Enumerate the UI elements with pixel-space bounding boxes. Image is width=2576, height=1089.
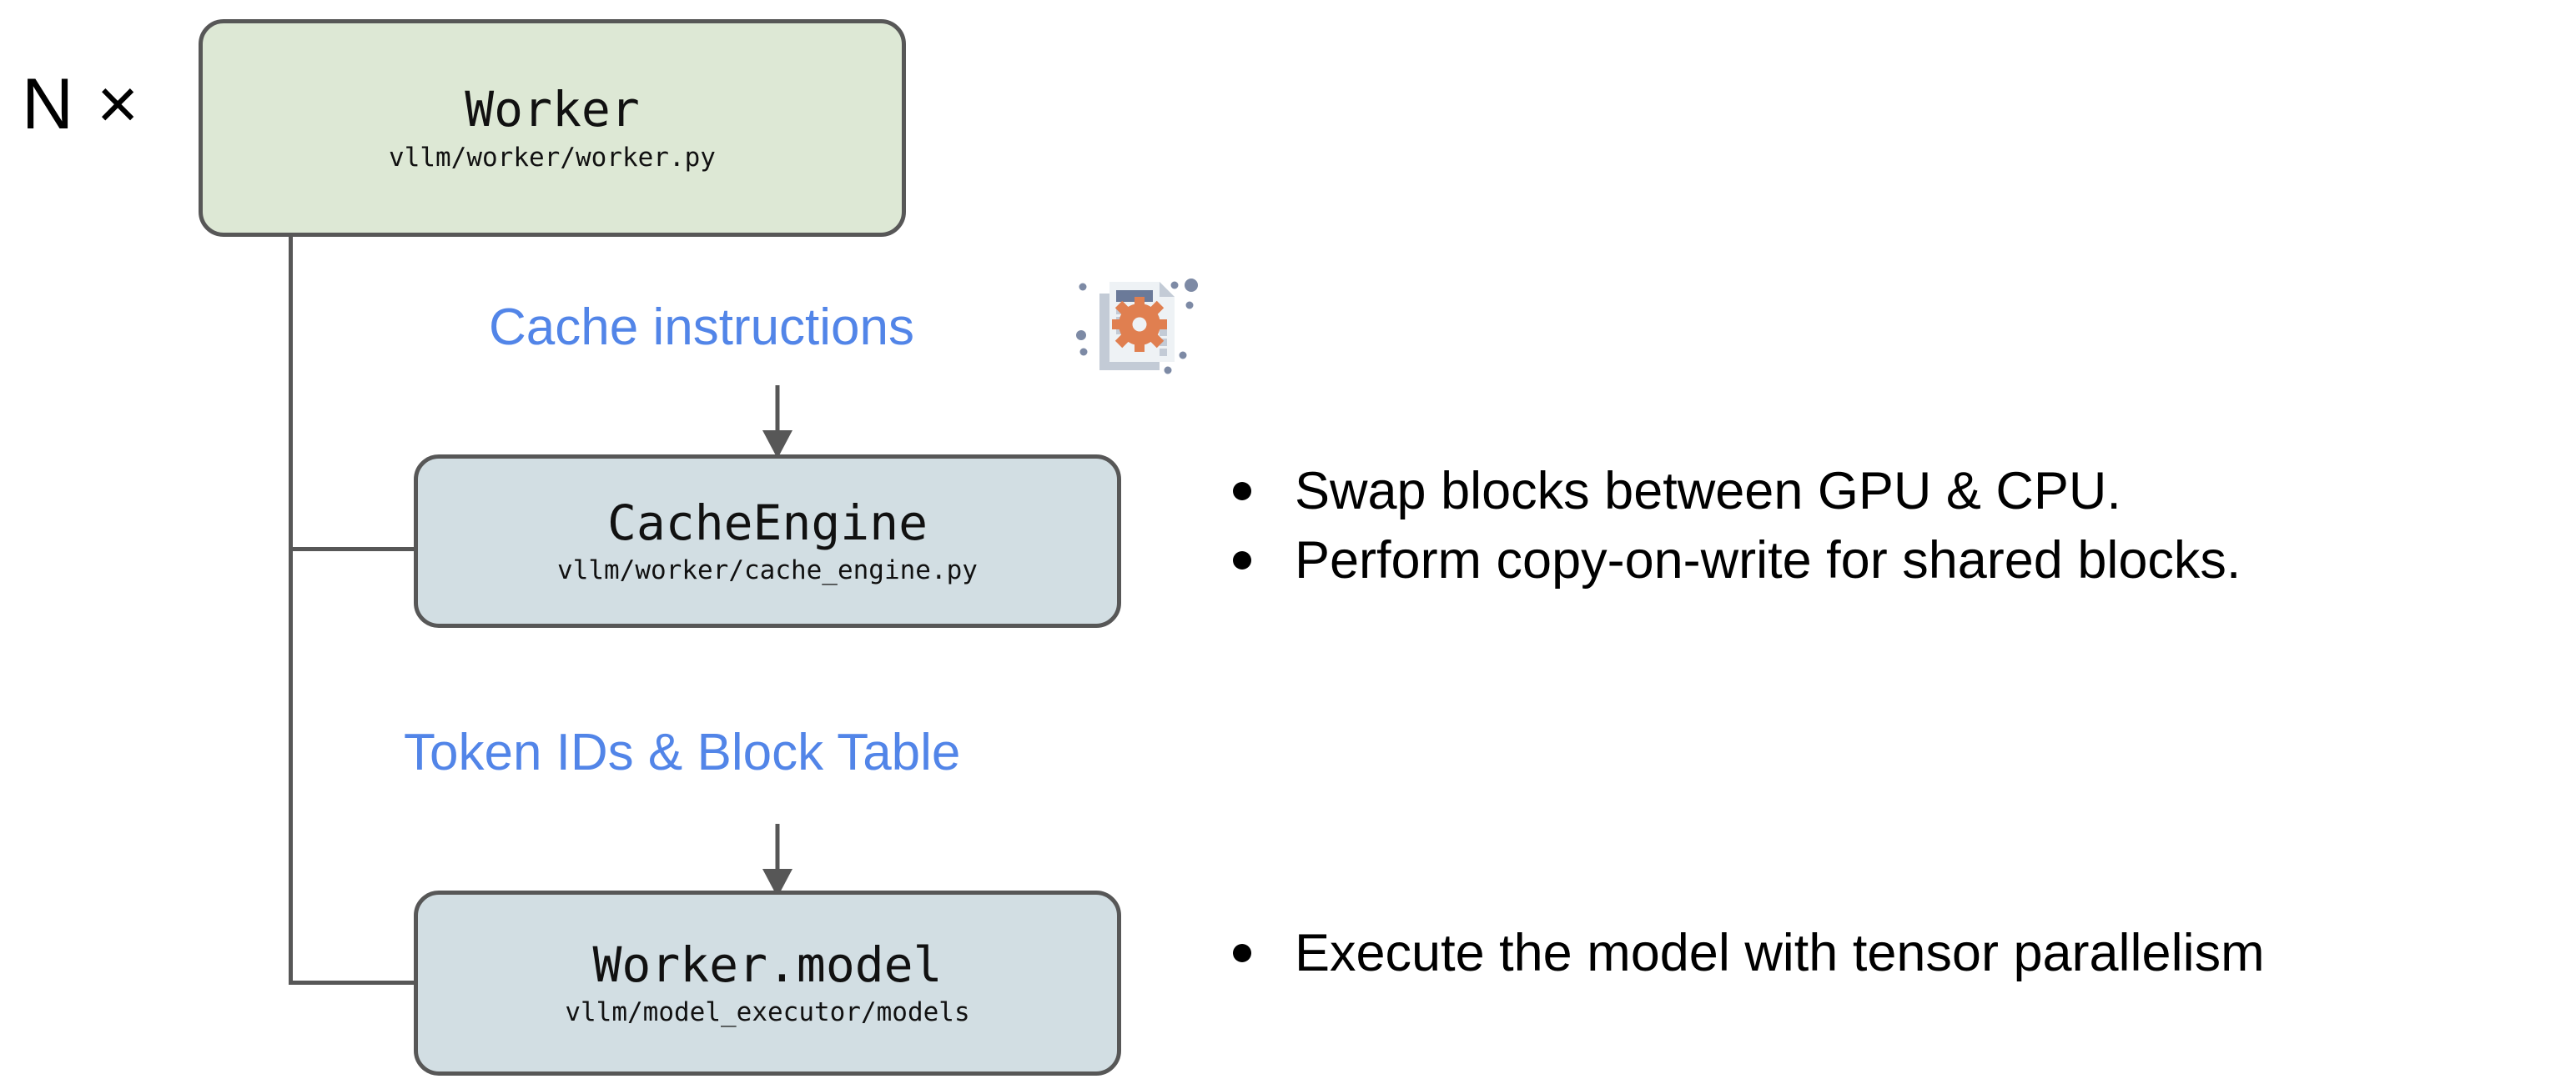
- bullet-dot-icon: [1233, 551, 1251, 570]
- node-worker-model-path: vllm/model_executor/models: [565, 997, 970, 1028]
- edge-label-cache-instructions: Cache instructions: [489, 299, 915, 356]
- bullet-text: Execute the model with tensor parallelis…: [1295, 924, 2265, 982]
- connector-worker-trunk-upper: [289, 236, 293, 551]
- list-item: Swap blocks between GPU & CPU.: [1233, 457, 2241, 526]
- worker-multiplier-label: N ×: [22, 64, 141, 144]
- arrow-cache-instructions-down: [762, 385, 792, 459]
- connector-worker-trunk-lower: [289, 546, 293, 985]
- list-item: Perform copy-on-write for shared blocks.: [1233, 526, 2241, 595]
- node-cache-engine-title: CacheEngine: [606, 494, 928, 551]
- node-worker-model-title: Worker.model: [592, 936, 943, 993]
- worker-model-notes: Execute the model with tensor parallelis…: [1233, 919, 2265, 988]
- bullet-text: Swap blocks between GPU & CPU.: [1295, 462, 2121, 520]
- cache-engine-notes: Swap blocks between GPU & CPU. Perform c…: [1233, 457, 2241, 595]
- arrow-token-ids-down: [762, 824, 792, 897]
- edge-label-token-ids-block-table: Token IDs & Block Table: [404, 724, 961, 781]
- node-cache-engine-path: vllm/worker/cache_engine.py: [557, 555, 978, 586]
- node-worker-path: vllm/worker/worker.py: [389, 142, 716, 173]
- bullet-dot-icon: [1233, 482, 1251, 500]
- document-gear-icon: [1076, 279, 1198, 374]
- bullet-text: Perform copy-on-write for shared blocks.: [1295, 531, 2241, 590]
- connector-branch-to-cache-engine: [289, 547, 415, 551]
- node-worker-title: Worker: [465, 81, 640, 138]
- node-worker-model[interactable]: Worker.model vllm/model_executor/models: [414, 891, 1121, 1076]
- connector-branch-to-worker-model: [289, 981, 415, 985]
- bullet-dot-icon: [1233, 944, 1251, 962]
- node-cache-engine[interactable]: CacheEngine vllm/worker/cache_engine.py: [414, 454, 1121, 628]
- node-worker[interactable]: Worker vllm/worker/worker.py: [199, 19, 906, 237]
- list-item: Execute the model with tensor parallelis…: [1233, 919, 2265, 988]
